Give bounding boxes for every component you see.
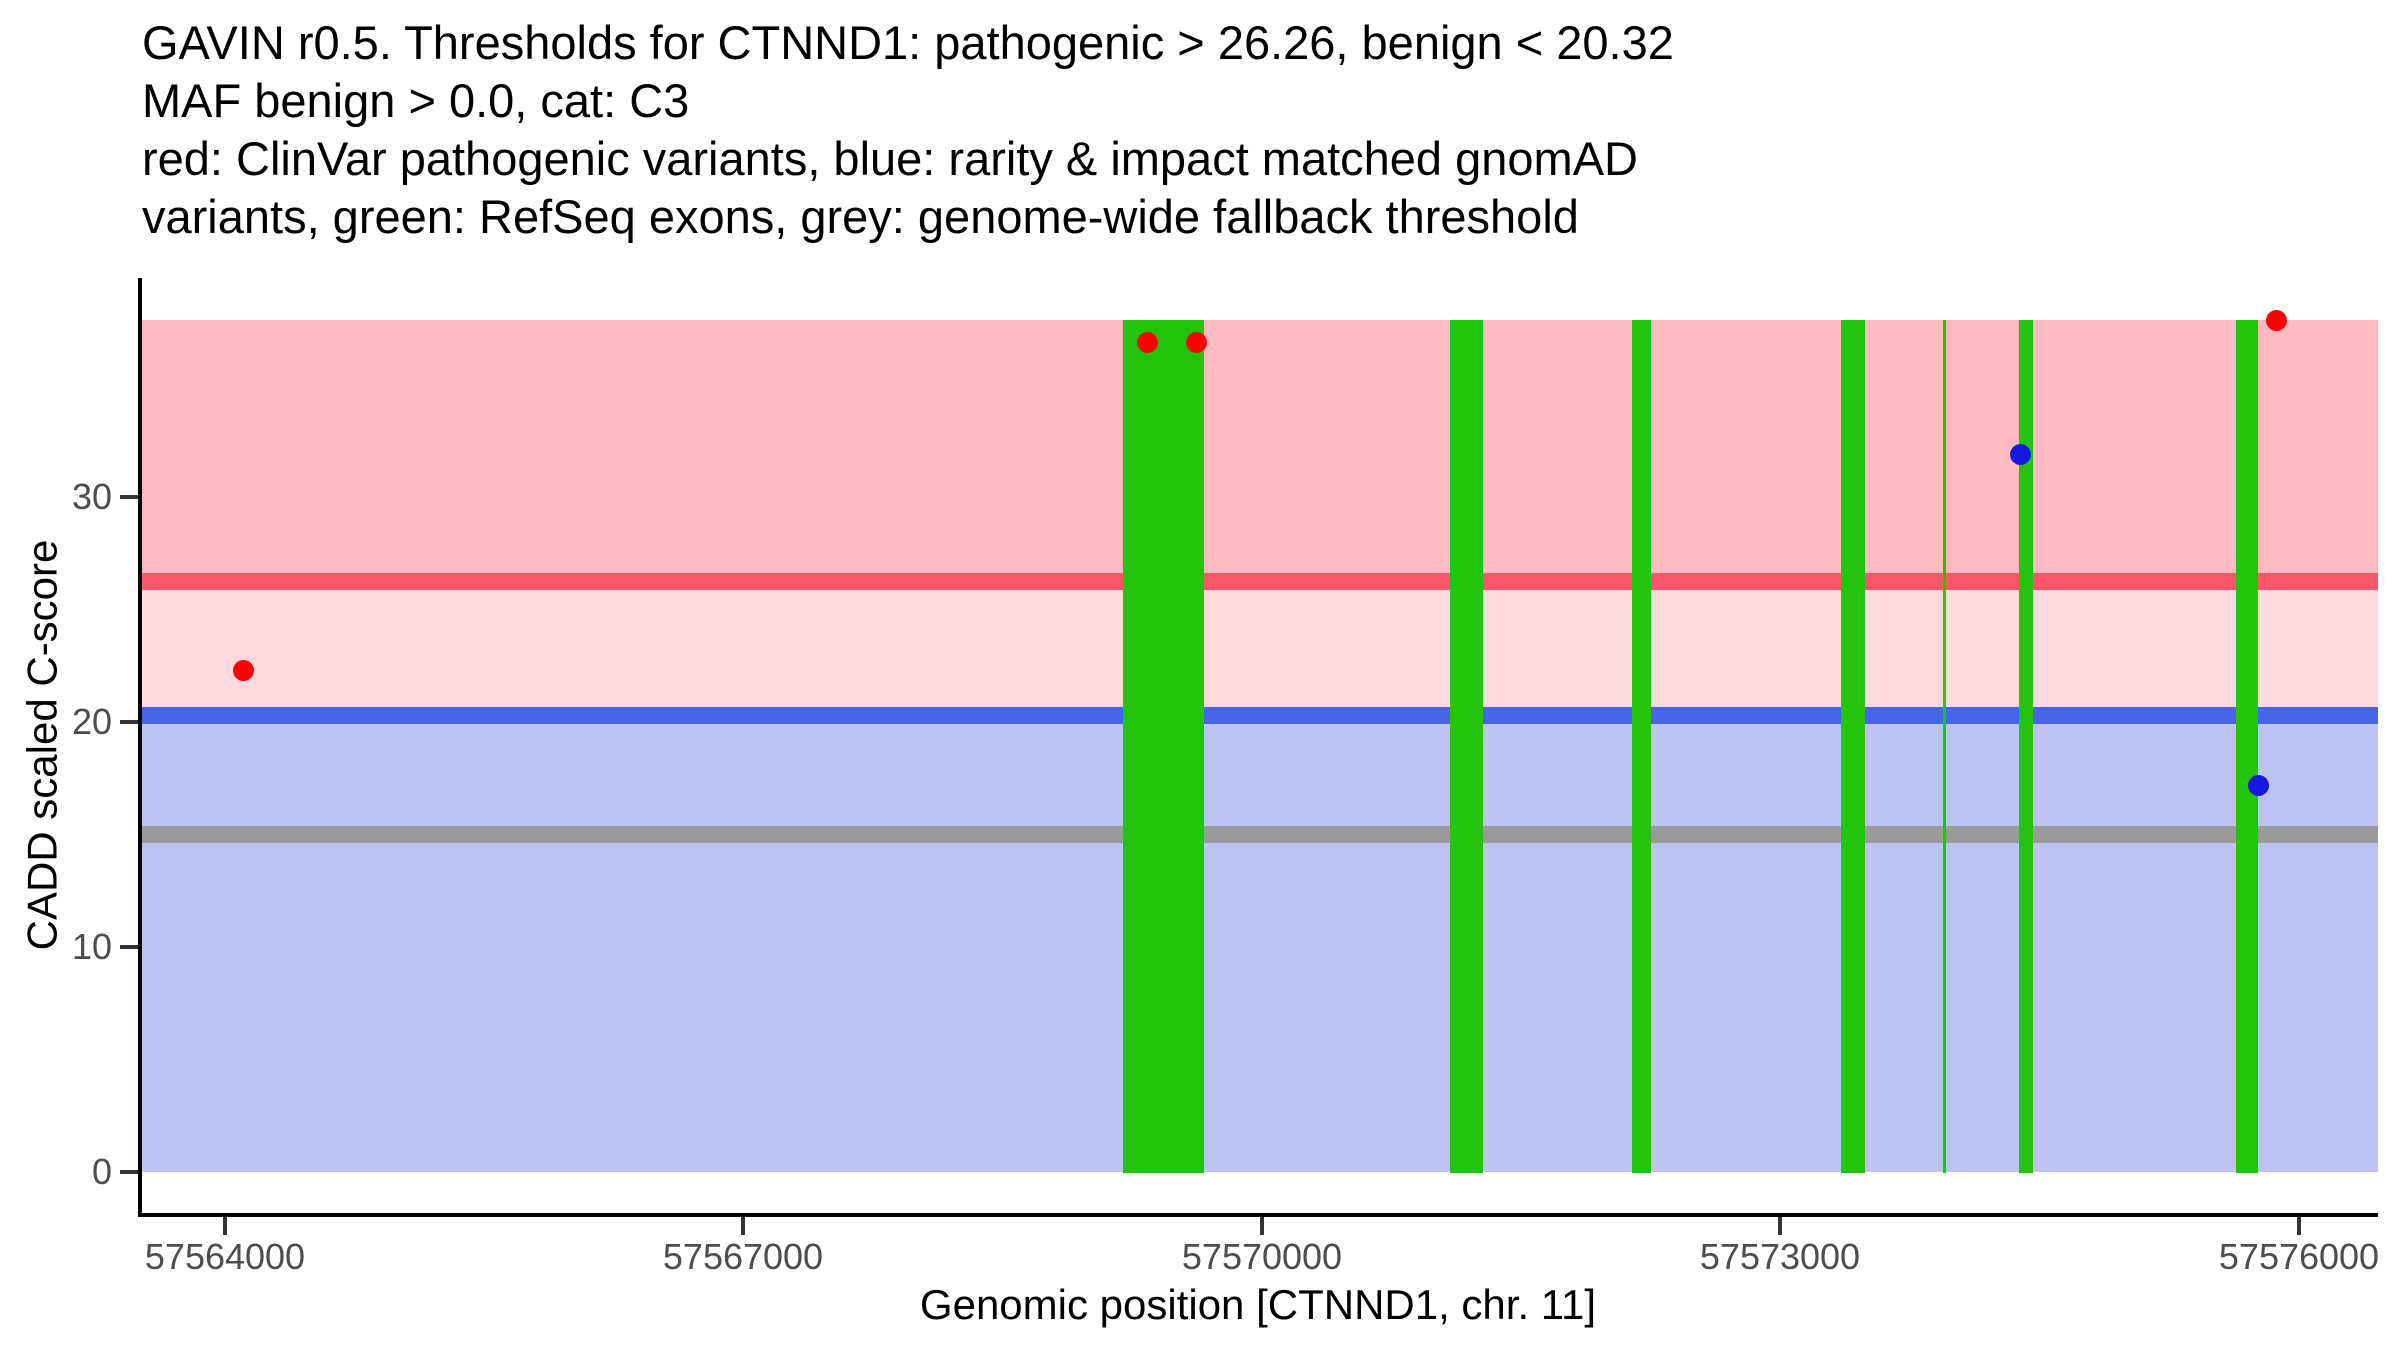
x-axis-tick-label: 57564000 <box>144 1236 306 1277</box>
plot-title-line-4: variants, green: RefSeq exons, grey: gen… <box>142 190 1579 243</box>
band-intermediate <box>142 582 2378 716</box>
x-axis-line <box>138 1213 2378 1217</box>
y-axis-title: CADD scaled C-score <box>18 539 66 951</box>
refseq-exon-bar <box>1632 320 1651 1173</box>
threshold-line-genome-wide-fallback <box>142 826 2378 843</box>
x-axis-title: Genomic position [CTNND1, chr. 11] <box>919 1281 1597 1328</box>
refseq-exon-bar <box>1450 320 1483 1173</box>
y-axis-tick-label: 0 <box>91 1151 112 1192</box>
gnomad-matched-variant-point <box>2248 775 2269 796</box>
y-axis-tick <box>120 720 138 724</box>
clinvar-pathogenic-variant-point <box>2266 310 2287 331</box>
x-axis-tick <box>1778 1217 1782 1235</box>
refseq-exon-bar <box>2236 320 2258 1173</box>
y-axis-tick <box>120 495 138 499</box>
threshold-line-pathogenic <box>142 573 2378 590</box>
x-axis-tick <box>223 1217 227 1235</box>
refseq-exon-bar <box>1123 320 1204 1173</box>
x-axis-tick-label: 57570000 <box>1181 1236 1343 1277</box>
y-axis-tick-label: 10 <box>71 926 112 967</box>
threshold-line-benign <box>142 707 2378 724</box>
refseq-exon-bar <box>1943 320 1946 1173</box>
clinvar-pathogenic-variant-point <box>233 660 254 681</box>
gnomad-matched-variant-point <box>2010 444 2031 465</box>
band-pathogenic <box>142 320 2378 582</box>
refseq-exon-bar <box>1841 320 1865 1173</box>
plot-title: GAVIN r0.5. Thresholds for CTNND1: patho… <box>142 14 1674 246</box>
y-axis-tick-label: 20 <box>71 701 112 742</box>
y-axis-tick <box>120 945 138 949</box>
x-axis-tick <box>741 1217 745 1235</box>
plot-title-line-1: GAVIN r0.5. Thresholds for CTNND1: patho… <box>142 16 1674 69</box>
refseq-exon-bar <box>2019 320 2033 1173</box>
clinvar-pathogenic-variant-point <box>1186 332 1207 353</box>
y-axis-line <box>138 278 142 1217</box>
band-benign <box>142 715 2378 1172</box>
plot-title-line-3: red: ClinVar pathogenic variants, blue: … <box>142 132 1638 185</box>
x-axis-tick <box>1260 1217 1264 1235</box>
x-axis-tick-label: 57573000 <box>1699 1236 1861 1277</box>
plot-title-line-2: MAF benign > 0.0, cat: C3 <box>142 74 690 127</box>
x-axis-tick-label: 57576000 <box>2218 1236 2380 1277</box>
x-axis-tick-label: 57567000 <box>662 1236 824 1277</box>
y-axis-tick-label: 30 <box>71 476 112 517</box>
x-axis-tick <box>2297 1217 2301 1235</box>
clinvar-pathogenic-variant-point <box>1137 332 1158 353</box>
y-axis-tick <box>120 1170 138 1174</box>
